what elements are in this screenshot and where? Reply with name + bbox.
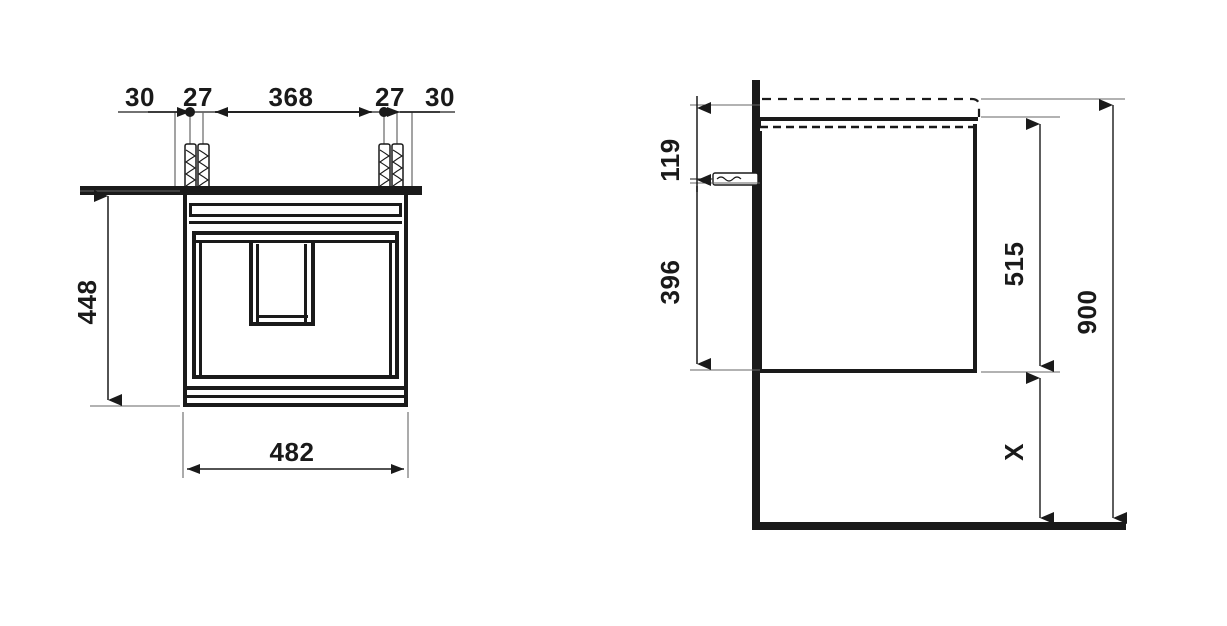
- wall-plug-left-a: [184, 143, 197, 191]
- handle-recess[interactable]: [249, 240, 315, 326]
- drawer-front-lower[interactable]: [192, 231, 399, 379]
- cabinet-front-panel: [973, 124, 977, 373]
- drawer-front-upper[interactable]: [189, 203, 402, 224]
- wall-plug-left-b: [197, 143, 210, 191]
- side-section-group: 119 396 515 X 900: [655, 80, 1127, 530]
- wall-floor-outline: [752, 80, 1126, 530]
- cabinet-back-panel: [758, 131, 762, 373]
- dim-482: 482: [270, 437, 315, 467]
- front-top-dimension-chain: 30 27 368 27 30: [118, 82, 455, 192]
- dim-30-right: 30: [425, 82, 455, 112]
- dim-368-center: 368: [269, 82, 314, 112]
- cabinet-side-body: [758, 124, 977, 373]
- cabinet-bottom-panel: [758, 369, 977, 373]
- dim-27-right: 27: [375, 82, 405, 112]
- dim-396: 396: [655, 260, 685, 305]
- cabinet-base-rail: [183, 386, 408, 407]
- cabinet-front-body: [183, 195, 408, 407]
- side-left-dimension-chain: 119 396: [655, 96, 760, 371]
- dim-900: 900: [1072, 290, 1102, 335]
- front-wall-plugs: [184, 143, 404, 191]
- side-900-overall-dimension: 900: [981, 98, 1127, 524]
- front-elevation-group: 30 27 368 27 30: [72, 82, 455, 478]
- wall-plug-right-b: [391, 143, 404, 191]
- dim-x: X: [999, 443, 1029, 461]
- side-515-x-dimension-chain: 515 X: [981, 116, 1060, 524]
- mount-axis-dot-right: [379, 107, 389, 117]
- countertop-side: [758, 117, 978, 129]
- countertop-front: [80, 186, 422, 195]
- dim-515: 515: [999, 242, 1029, 287]
- floor-line: [752, 522, 1126, 530]
- countertop-projection-dashed: [762, 97, 981, 117]
- carcass-side-right: [404, 195, 408, 407]
- wall-plug-right-a: [378, 143, 391, 191]
- dim-30-left: 30: [125, 82, 155, 112]
- dim-27-left: 27: [183, 82, 213, 112]
- carcass-side-left: [183, 195, 187, 407]
- front-height-dimension-448: 448: [72, 190, 180, 407]
- dim-448: 448: [72, 280, 102, 325]
- mount-axis-dot-left: [185, 107, 195, 117]
- front-width-dimension-482: 482: [182, 412, 409, 478]
- wall-line: [752, 80, 760, 530]
- dim-119: 119: [655, 138, 685, 181]
